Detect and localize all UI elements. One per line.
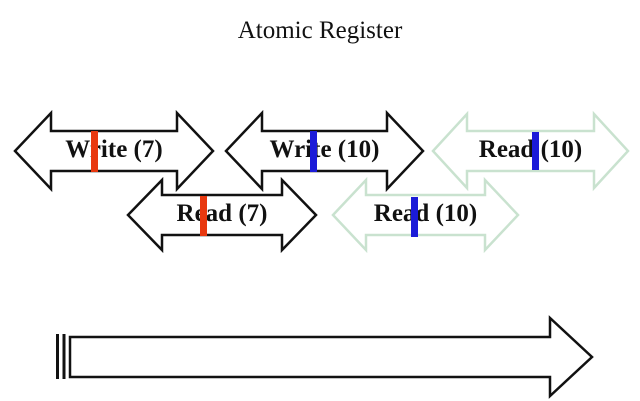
write-10-arrow [224,109,425,193]
diagram-title: Atomic Register [237,17,403,44]
read-7-label: Read (7) [176,199,268,227]
read-7-arrow [126,176,318,254]
timeline-start-tick-2 [62,334,66,379]
read-10-top-arrow [431,110,630,192]
write-10-label: Write (10) [269,135,380,163]
read-10-bottom-label: Read (10) [373,199,478,227]
timeline-start-tick-1 [56,334,59,379]
timeline-arrow [68,315,594,399]
write-7-arrow [13,109,215,193]
read-10-top-label: Read (10) [478,135,583,163]
write-7-label: Write (7) [65,135,163,163]
read-10-bottom-arrow [331,176,520,254]
